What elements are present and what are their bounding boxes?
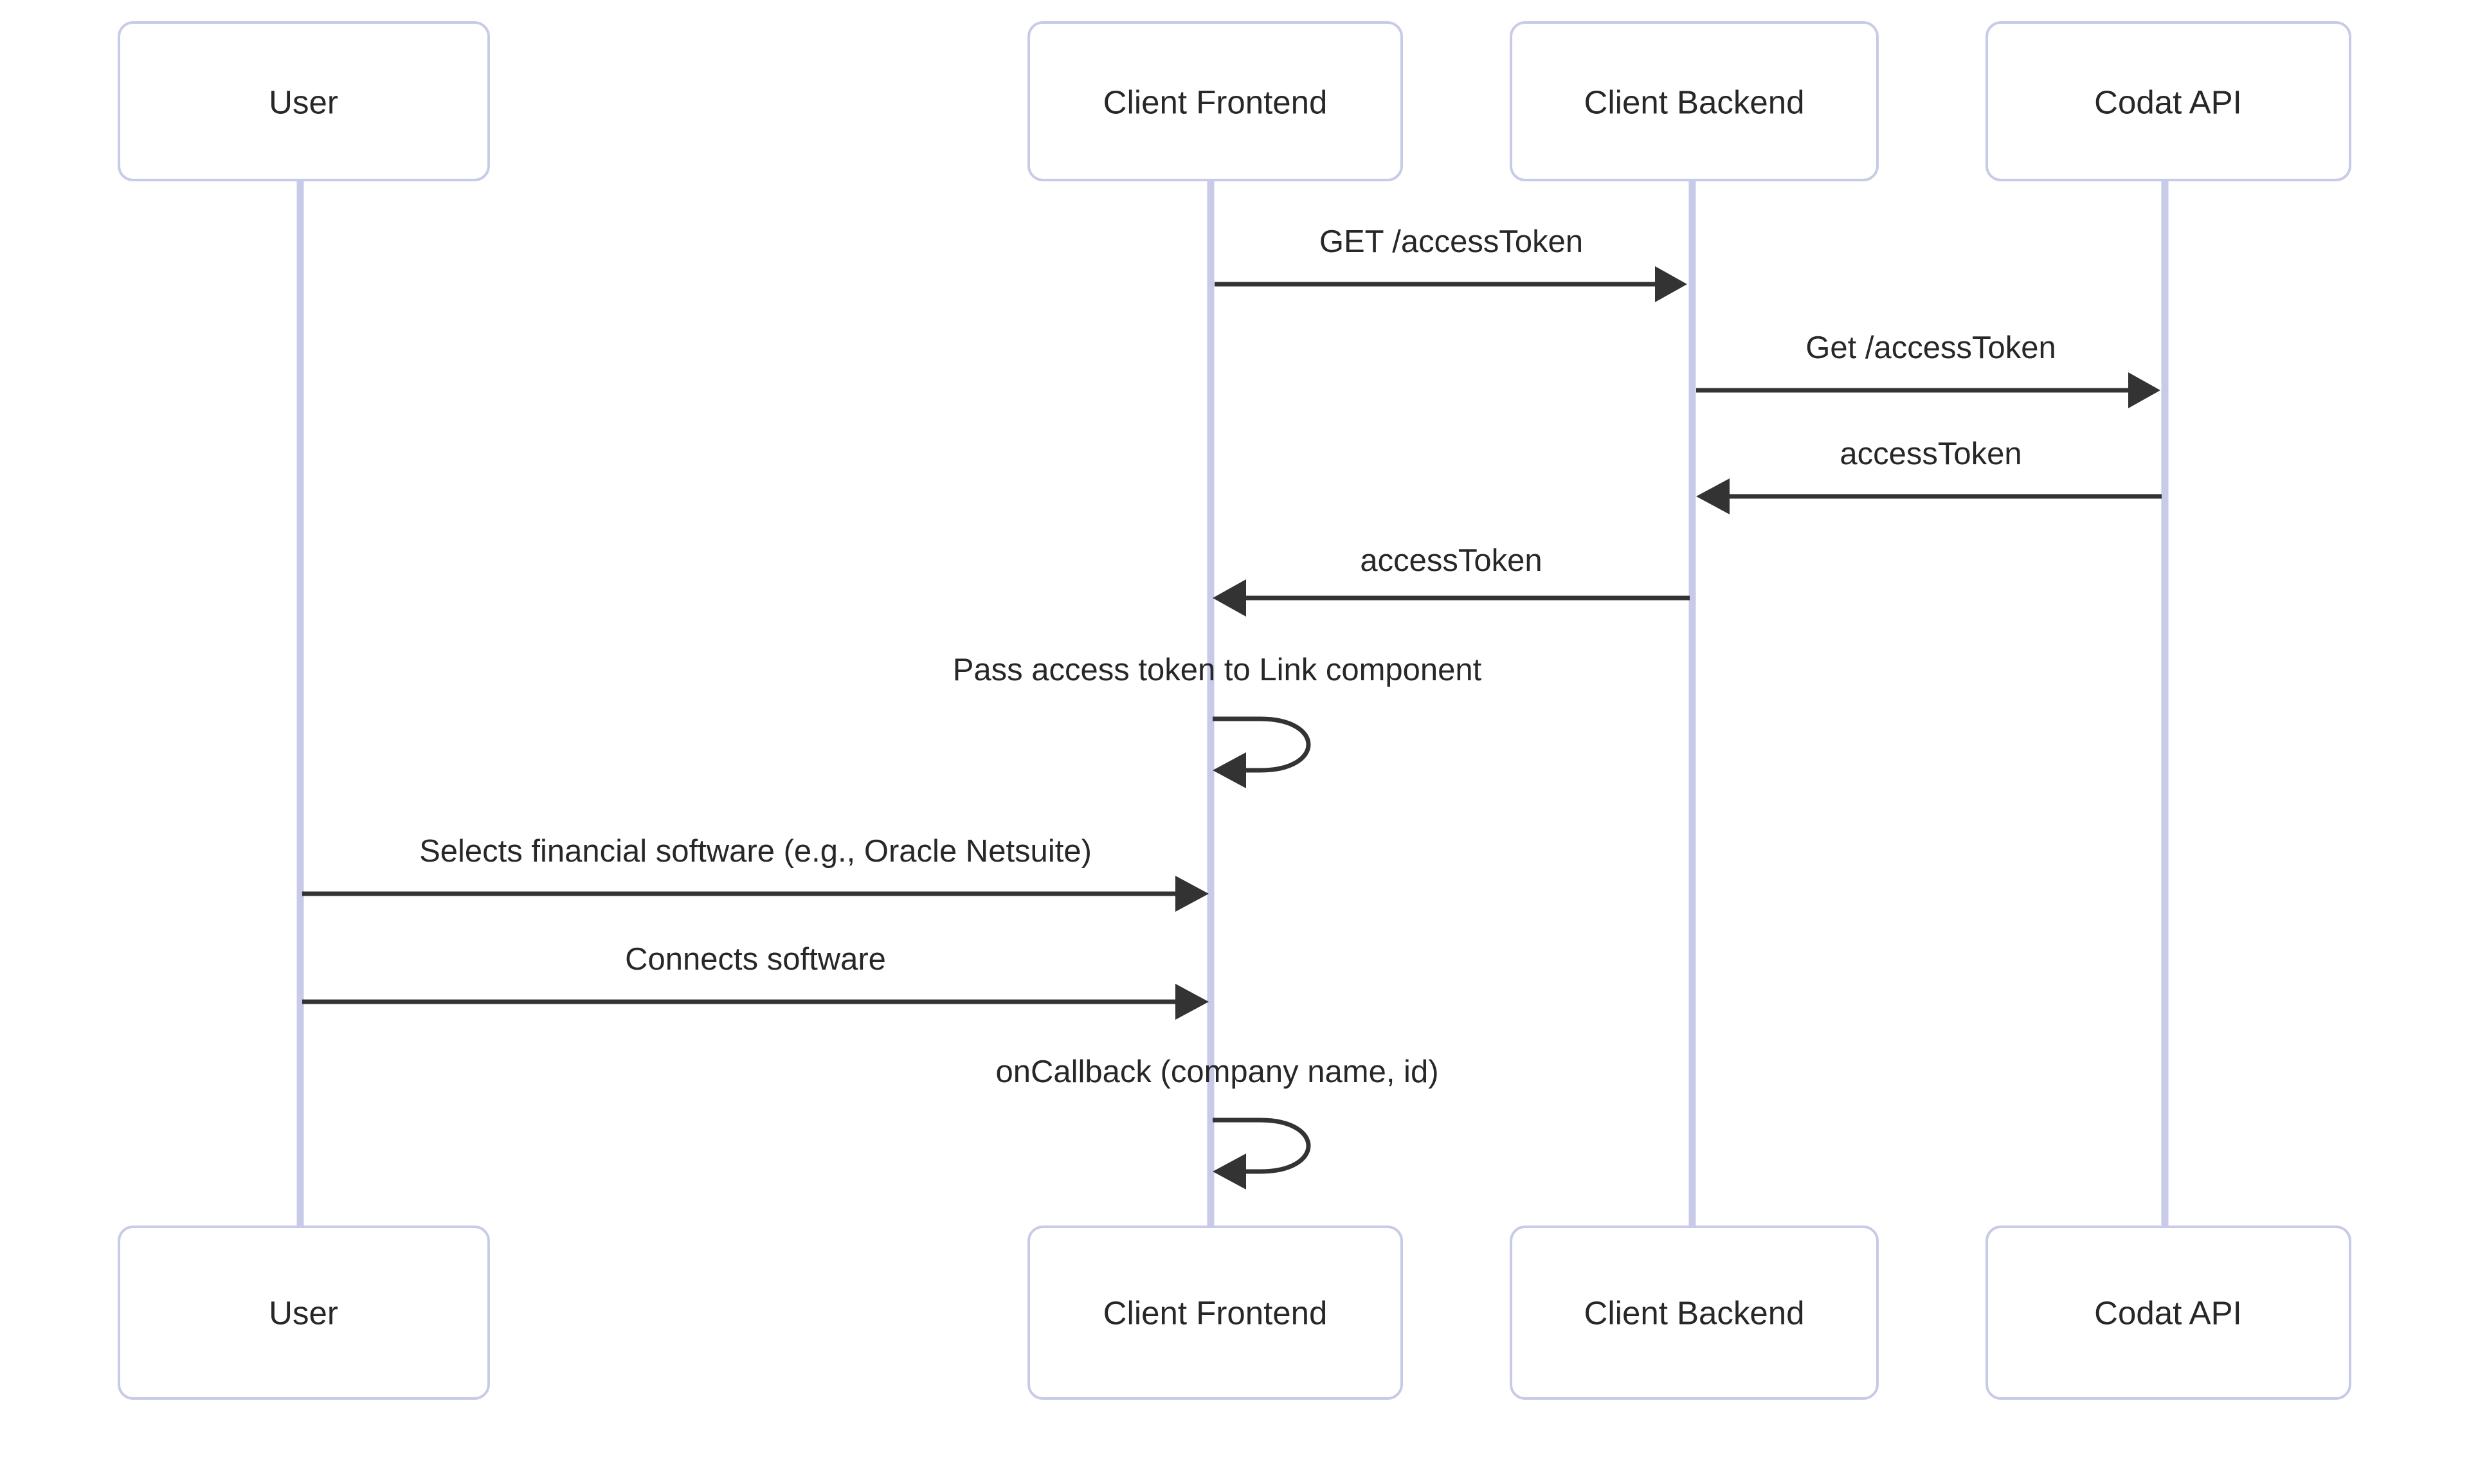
actor-box-rect xyxy=(118,1226,490,1400)
actor-box-rect xyxy=(1985,21,2351,181)
actor-box-backend-bottom[interactable]: Client Backend xyxy=(1510,1226,1879,1400)
actor-label-codat-bottom: Codat API xyxy=(2094,1294,2242,1331)
arrowhead-left-icon xyxy=(1213,752,1246,788)
arrowhead-left-icon xyxy=(1213,579,1246,617)
actor-box-backend-top[interactable]: Client Backend xyxy=(1510,21,1879,181)
message-label: Connects software xyxy=(625,942,886,977)
actor-box-rect xyxy=(1510,1226,1879,1400)
actor-label-backend-bottom: Client Backend xyxy=(1584,1294,1804,1331)
message-get-accesstoken-frontend-backend: GET /accessToken xyxy=(1215,224,1687,302)
actor-box-codat-bottom[interactable]: Codat API xyxy=(1985,1226,2351,1400)
actor-box-rect xyxy=(1510,21,1879,181)
message-pass-access-token-self: Pass access token to Link component xyxy=(953,653,1482,788)
message-label: accessToken xyxy=(1360,543,1542,578)
actor-boxes-bottom: User Client Frontend Client Backend Coda… xyxy=(118,1226,2351,1400)
message-accesstoken-backend-frontend: accessToken xyxy=(1213,543,1690,617)
message-accesstoken-codat-backend: accessToken xyxy=(1696,437,2162,514)
actor-label-frontend-bottom: Client Frontend xyxy=(1103,1294,1328,1331)
actor-label-frontend-top: Client Frontend xyxy=(1103,84,1328,120)
message-label: Pass access token to Link component xyxy=(953,653,1482,687)
actor-box-rect xyxy=(118,21,490,181)
self-message-loop-arc xyxy=(1213,1118,1311,1174)
message-label: Selects financial software (e.g., Oracle… xyxy=(419,834,1092,869)
arrowhead-right-icon xyxy=(1655,266,1687,302)
actor-box-user-top[interactable]: User xyxy=(118,21,490,181)
message-selects-financial-software: Selects financial software (e.g., Oracle… xyxy=(302,834,1209,912)
arrowhead-right-icon xyxy=(1175,876,1209,912)
actor-box-frontend-bottom[interactable]: Client Frontend xyxy=(1027,1226,1403,1400)
message-label: accessToken xyxy=(1840,437,2021,471)
arrowhead-left-icon xyxy=(1696,478,1730,514)
message-oncallback-self: onCallback (company name, id) xyxy=(995,1054,1439,1190)
actor-boxes-top: User Client Frontend Client Backend Coda… xyxy=(118,21,2351,181)
actor-label-backend-top: Client Backend xyxy=(1584,84,1804,120)
message-label: GET /accessToken xyxy=(1319,224,1583,259)
message-label: onCallback (company name, id) xyxy=(995,1054,1438,1089)
lifelines-layer xyxy=(296,180,2169,1227)
actor-label-codat-top: Codat API xyxy=(2094,84,2242,120)
actor-box-user-bottom[interactable]: User xyxy=(118,1226,490,1400)
actor-label-user-bottom: User xyxy=(269,1294,338,1331)
arrowhead-left-icon xyxy=(1213,1154,1246,1190)
actor-label-user-top: User xyxy=(269,84,338,120)
message-get-accesstoken-backend-codat: Get /accessToken xyxy=(1696,330,2160,408)
actor-box-rect xyxy=(1027,21,1403,181)
message-label: Get /accessToken xyxy=(1805,330,2056,365)
actor-box-frontend-top[interactable]: Client Frontend xyxy=(1027,21,1403,181)
actor-box-codat-top[interactable]: Codat API xyxy=(1985,21,2351,181)
arrowhead-right-icon xyxy=(1175,984,1209,1020)
actor-box-rect xyxy=(1027,1226,1403,1400)
self-message-loop-arc xyxy=(1213,716,1311,773)
arrowhead-right-icon xyxy=(2128,372,2160,408)
message-connects-software: Connects software xyxy=(302,942,1209,1020)
actor-box-rect xyxy=(1985,1226,2351,1400)
